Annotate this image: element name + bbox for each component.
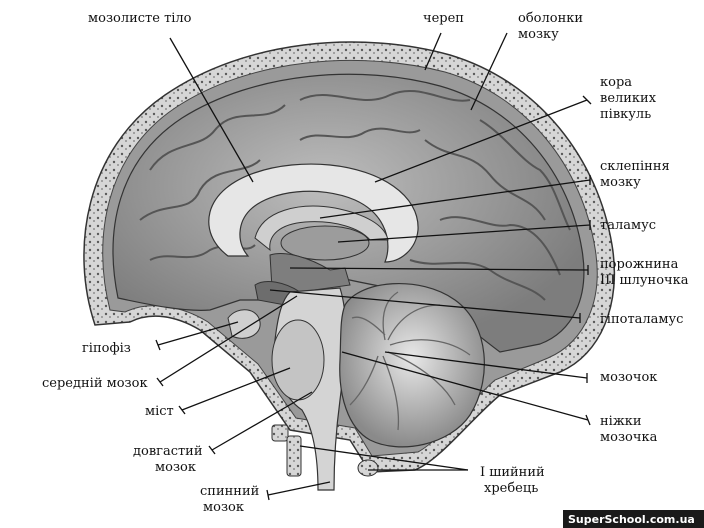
watermark-bg (563, 510, 704, 528)
label-spinal-2: мозок (203, 500, 244, 515)
vertebra-2 (286, 435, 302, 477)
cortex-gyri (139, 90, 571, 301)
label-meninges-1: оболонки (518, 11, 583, 26)
label-cortex-2: великих (600, 91, 657, 106)
watermark: SuperSchool.com.ua (568, 513, 695, 526)
label-cervical-1: І шийний (480, 465, 545, 480)
label-peduncles-1: ніжки (600, 414, 642, 429)
label-skull: череп (423, 11, 464, 26)
label-third-ventricle-2: III шлуночка (600, 273, 689, 288)
label-pons: міст (145, 404, 174, 419)
label-cortex-3: півкуль (600, 107, 651, 122)
label-cortex-1: кора (600, 75, 632, 90)
vertebra-1 (271, 424, 289, 442)
label-midbrain: середній мозок (42, 376, 148, 391)
label-cerebellum: мозочок (600, 370, 657, 385)
pons (271, 319, 325, 401)
corpus-callosum (208, 163, 419, 263)
label-hypothalamus: гіпоталамус (600, 312, 683, 327)
label-thalamus: таламус (600, 218, 656, 233)
label-fornix-2: мозку (600, 175, 641, 190)
label-meninges-2: мозку (518, 27, 559, 42)
third-ventricle (269, 252, 351, 293)
label-corpus-callosum: мозолисте тіло (88, 11, 192, 26)
label-fornix-1: склепіння (600, 159, 670, 174)
label-medulla-1: довгастий (133, 444, 203, 459)
vertebra-3 (357, 459, 379, 477)
label-third-ventricle-1: порожнина (600, 257, 679, 272)
label-pituitary: гіпофіз (82, 341, 131, 356)
leader-lines (155, 32, 592, 501)
cerebellum (339, 283, 485, 448)
label-spinal-1: спинний (200, 484, 259, 499)
pituitary (227, 309, 261, 339)
thalamus (280, 225, 370, 261)
fornix (254, 205, 389, 252)
label-medulla-2: мозок (155, 460, 196, 475)
label-cervical-2: хребець (484, 481, 538, 496)
label-peduncles-2: мозочка (600, 430, 658, 445)
